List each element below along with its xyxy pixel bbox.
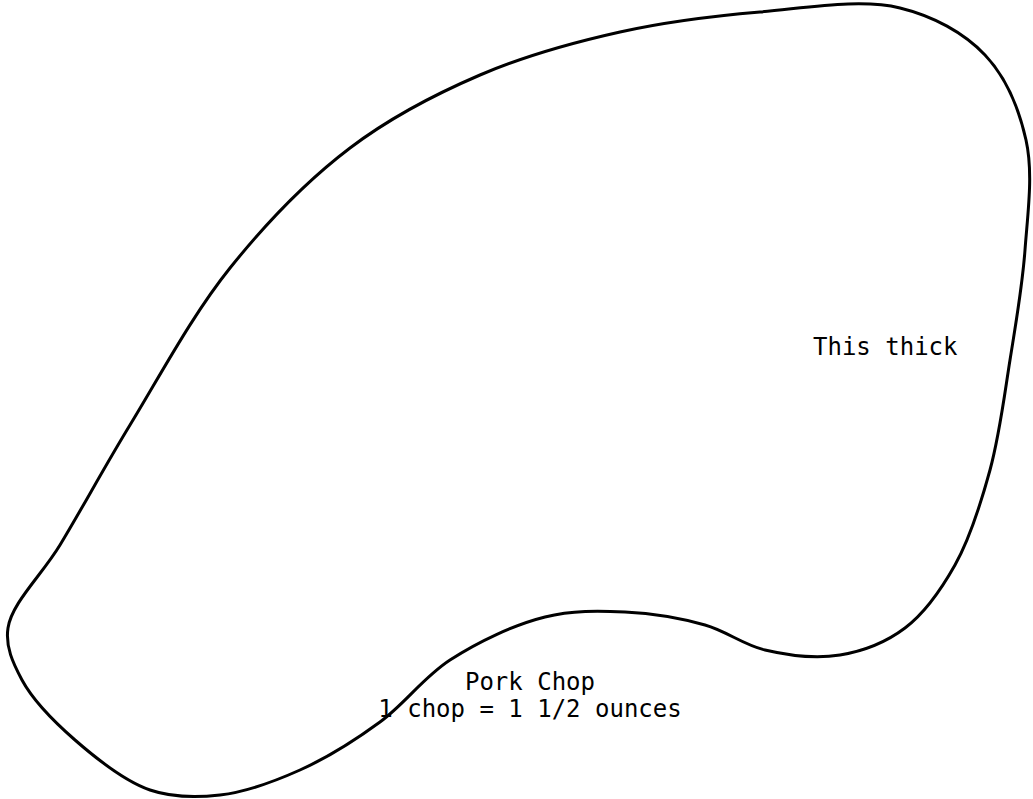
thickness-label: This thick (813, 335, 958, 359)
node-heading: Pork Chop (465, 670, 595, 694)
chop-border (7, 4, 1029, 797)
node-note: 1 chop = 1 1/2 ounces (378, 697, 681, 721)
